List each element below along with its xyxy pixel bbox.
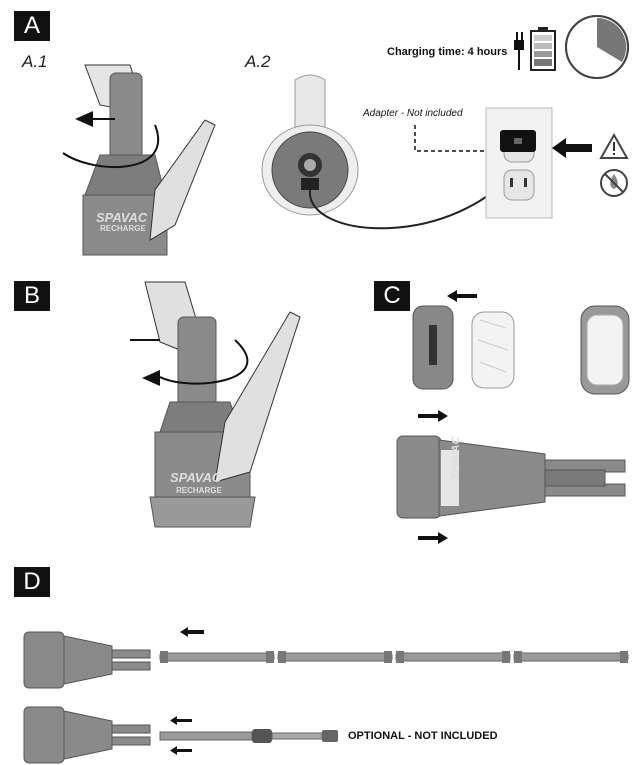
d-telescopic-pole	[159, 729, 338, 743]
c-filter-assembled	[580, 305, 630, 395]
adapter-note-text: Adapter - Not included	[363, 108, 463, 119]
no-water-icon	[600, 169, 628, 197]
b-brand-sub: RECHARGE	[176, 486, 222, 495]
plug-icon	[514, 32, 524, 70]
section-b-badge: B	[14, 281, 50, 311]
d-pole-segment-4	[513, 651, 629, 663]
warning-icon	[599, 132, 629, 159]
c-brand-label: SPAVAC	[450, 436, 462, 480]
d-telescopic-arrow-top	[170, 716, 192, 725]
section-d-badge: D	[14, 567, 50, 597]
charging-time-text: Charging time: 4 hours	[387, 46, 508, 58]
optional-not-included-text: OPTIONAL - NOT INCLUDED	[348, 730, 498, 742]
d-device-top	[23, 631, 151, 689]
step-a1-label: A.1	[22, 52, 48, 71]
section-a-badge: A	[14, 11, 50, 41]
d-device-bottom	[23, 706, 151, 764]
a1-brand-sub: RECHARGE	[100, 224, 146, 233]
b-brand-label: SPAVAC	[170, 470, 222, 485]
a1-device-twist-illustration	[62, 64, 216, 256]
d-telescopic-arrow-bottom	[170, 746, 192, 755]
c-insert-arrow-top	[418, 410, 448, 422]
a2-charging-illustration	[261, 74, 521, 230]
step-a2-label: A.2	[245, 52, 271, 71]
c-device-body	[396, 435, 626, 519]
c-insert-arrow-bottom	[418, 532, 448, 544]
d-pole-arrow-icon	[180, 627, 204, 637]
clock-icon	[565, 15, 629, 79]
b-device-twist-illustration	[130, 281, 301, 528]
adapter-dashed-leader	[414, 125, 503, 152]
battery-icon	[530, 27, 556, 71]
d-pole-segment-2	[277, 651, 393, 663]
c-filter-frame	[412, 305, 454, 390]
d-pole-segment-3	[395, 651, 511, 663]
push-arrow-icon	[552, 138, 592, 158]
section-c-badge: C	[374, 281, 410, 311]
wall-outlet	[485, 107, 553, 219]
c-filter-bag	[471, 311, 515, 389]
a1-brand-label: SPAVAC	[96, 210, 148, 225]
c-remove-arrow-icon	[447, 290, 477, 302]
d-pole-segment-1	[159, 651, 275, 663]
